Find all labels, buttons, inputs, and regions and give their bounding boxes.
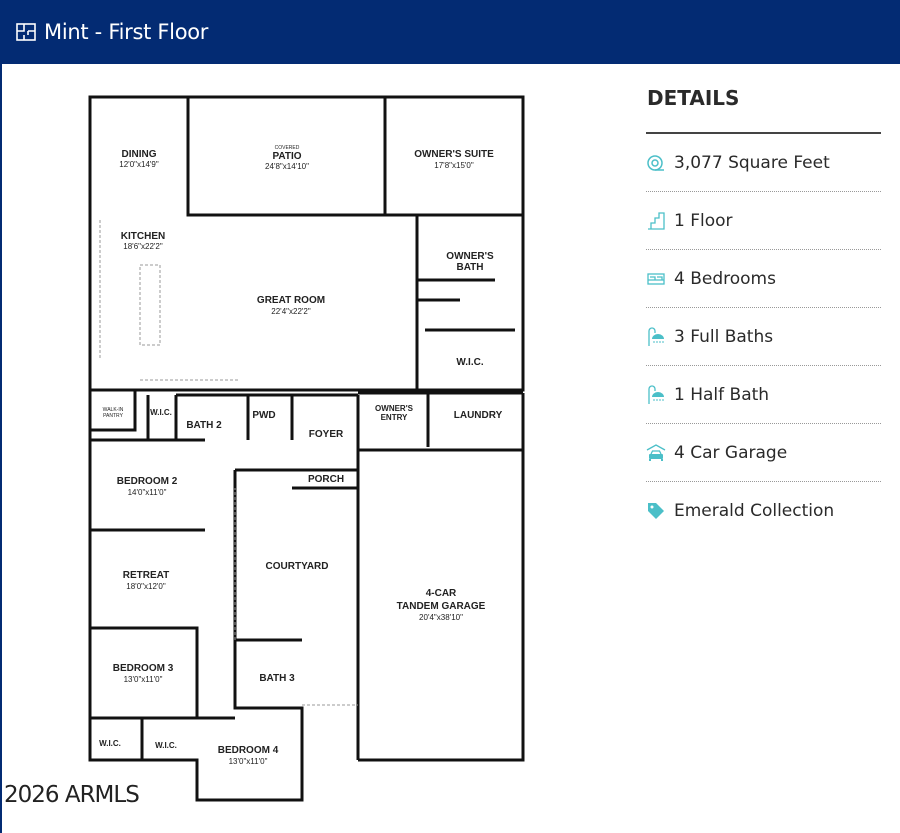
detail-collection: Emerald Collection — [646, 482, 881, 539]
divider — [646, 132, 881, 134]
room-labels: DINING 12'0"x14'9" COVERED PATIO 24'8"x1… — [99, 145, 502, 766]
dining-dim: 12'0"x14'9" — [119, 160, 159, 169]
bedroom3-dim: 13'0"x11'0" — [124, 675, 163, 684]
detail-label: 3,077 Square Feet — [674, 152, 830, 173]
courtyard-label: COURTYARD — [266, 561, 329, 572]
pantry-label: WALK-IN — [103, 407, 124, 413]
detail-square-feet: 3,077 Square Feet — [646, 134, 881, 192]
bath2-label: BATH 2 — [186, 420, 222, 431]
service-walls — [90, 390, 358, 440]
owners-entry-label-2: ENTRY — [381, 413, 408, 422]
bedroom2-dim: 14'0"x11'0" — [128, 488, 167, 497]
detail-label: 3 Full Baths — [674, 326, 774, 347]
pantry-label-2: PANTRY — [103, 413, 123, 419]
detail-label: 1 Floor — [674, 210, 733, 231]
wic2-label: W.I.C. — [150, 408, 172, 417]
tag-icon — [648, 502, 664, 519]
garage-dim: 20'4"x38'10" — [419, 613, 463, 622]
wic4-label: W.I.C. — [155, 741, 177, 750]
great-room-dim: 22'4"x22'2" — [271, 307, 311, 316]
kitchen-dim: 18'6"x22'2" — [123, 242, 163, 251]
detail-garage: 4 Car Garage — [646, 424, 881, 482]
foyer-label: FOYER — [309, 429, 344, 440]
owners-bath-label: OWNER'S — [446, 251, 494, 262]
retreat-dim: 18'0"x12'0" — [126, 582, 166, 591]
bedroom4-label: BEDROOM 4 — [218, 745, 279, 756]
detail-half-bath: 1 Half Bath — [646, 366, 881, 424]
bath3-label: BATH 3 — [259, 673, 295, 684]
patio-label: PATIO — [272, 151, 301, 162]
header-bar: Mint - First Floor — [0, 0, 900, 64]
retreat-label: RETREAT — [123, 570, 169, 581]
wic3-label: W.I.C. — [99, 739, 121, 748]
west-wing-walls — [88, 390, 304, 802]
tape-measure-icon — [647, 154, 664, 171]
detail-bedrooms: 4 Bedrooms — [646, 250, 881, 308]
bed-icon — [647, 272, 665, 285]
details-heading: DETAILS — [647, 86, 740, 110]
left-border — [0, 64, 2, 833]
stairs-icon — [648, 211, 665, 230]
detail-label: 1 Half Bath — [674, 384, 770, 405]
owner-wing-walls — [385, 213, 523, 390]
detail-label: 4 Bedrooms — [674, 268, 776, 289]
laundry-label: LAUNDRY — [454, 410, 503, 421]
copyright-watermark: 2026 ARMLS — [4, 782, 140, 808]
kitchen-label: KITCHEN — [121, 231, 165, 242]
page-title: Mint - First Floor — [44, 20, 209, 44]
garage-label: 4-CAR — [426, 588, 457, 599]
garage-car-icon — [646, 443, 666, 461]
patio-note: COVERED — [275, 145, 300, 151]
floorplan-icon — [16, 23, 36, 41]
pwd-label: PWD — [252, 410, 275, 421]
owners-bath-label-2: BATH — [456, 262, 483, 273]
bedroom2-label: BEDROOM 2 — [117, 476, 178, 487]
owners-entry-label: OWNER'S — [375, 404, 414, 413]
garage-walls — [233, 391, 525, 762]
details-panel: DETAILS 3,077 Square Feet 1 Floor 4 Bedr… — [646, 84, 881, 539]
detail-label: Emerald Collection — [674, 500, 835, 521]
shower-icon — [648, 384, 664, 404]
bedroom4-dim: 13'0"x11'0" — [229, 757, 268, 766]
owners-suite-label: OWNER'S SUITE — [414, 149, 494, 160]
patio-wall — [186, 95, 387, 217]
great-room-label: GREAT ROOM — [257, 295, 325, 306]
porch-label: PORCH — [308, 474, 344, 485]
detail-label: 4 Car Garage — [674, 442, 788, 463]
shower-icon — [648, 326, 664, 346]
detail-floors: 1 Floor — [646, 192, 881, 250]
owners-wic-label: W.I.C. — [456, 357, 483, 368]
floor-plan: DINING 12'0"x14'9" COVERED PATIO 24'8"x1… — [88, 95, 525, 802]
garage-label-2: TANDEM GARAGE — [397, 601, 486, 612]
detail-full-baths: 3 Full Baths — [646, 308, 881, 366]
owners-suite-dim: 17'8"x15'0" — [434, 161, 474, 170]
bedroom3-label: BEDROOM 3 — [113, 663, 174, 674]
dining-label: DINING — [122, 149, 157, 160]
patio-dim: 24'8"x14'10" — [265, 162, 309, 171]
